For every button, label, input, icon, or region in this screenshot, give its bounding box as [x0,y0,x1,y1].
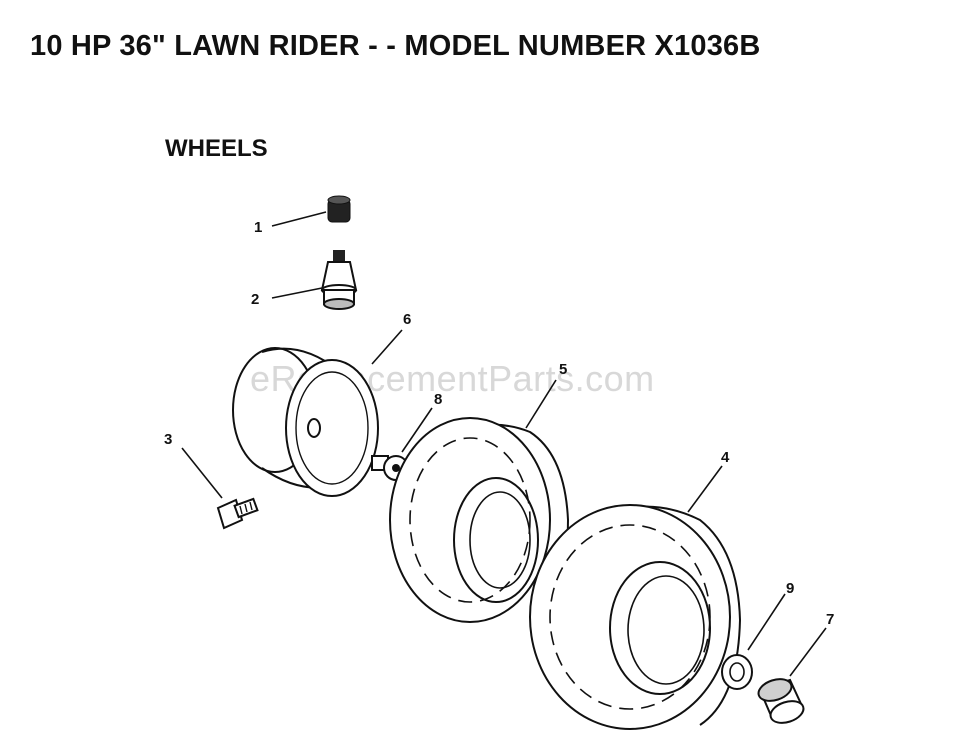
callout-5: 5 [559,361,567,378]
bushing-part [757,627,827,724]
callout-9: 9 [786,580,794,597]
callout-8: 8 [434,391,442,408]
section-heading-wheels: WHEELS [165,135,268,162]
front-tire-part [529,465,742,730]
callout-2: 2 [251,291,259,308]
rim-part [232,329,403,497]
bolt-part [181,447,259,530]
callout-6: 6 [403,311,411,328]
callout-3: 3 [164,431,172,448]
callout-7: 7 [826,611,834,628]
rear-tire-part [389,379,570,623]
page-title: 10 HP 36" LAWN RIDER - - MODEL NUMBER X1… [30,30,761,62]
valve-cap-part [271,195,351,227]
valve-stem-part [271,250,358,310]
washer-part [721,593,786,690]
callout-4: 4 [721,449,730,466]
callout-1: 1 [254,219,262,236]
